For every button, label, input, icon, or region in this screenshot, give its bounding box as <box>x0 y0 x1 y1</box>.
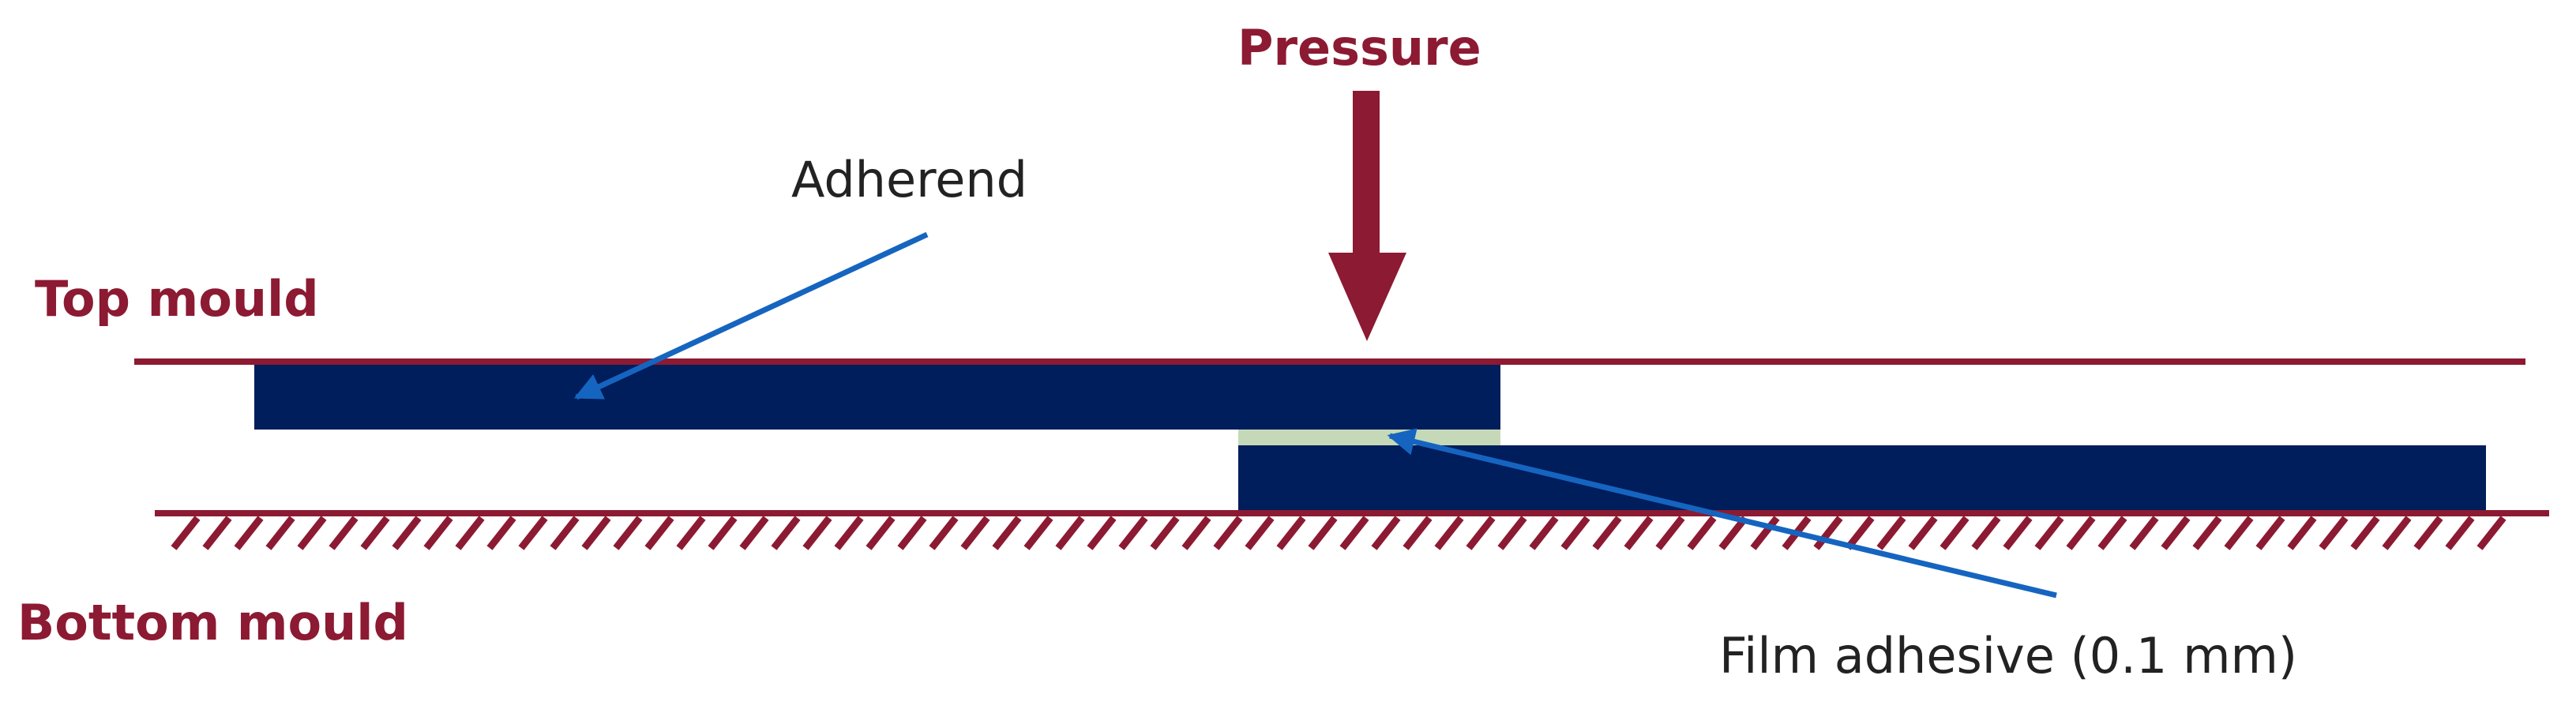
hatch-line <box>929 516 959 550</box>
hatch-line <box>1087 516 1117 550</box>
hatch-line <box>2445 516 2475 550</box>
hatch-line <box>1813 516 1843 550</box>
hatch-line <box>2066 516 2096 550</box>
hatch-line <box>1971 516 2001 550</box>
hatch-line <box>992 516 1022 550</box>
hatch-line <box>802 516 832 550</box>
hatch-line <box>202 516 232 550</box>
hatch-line <box>2476 516 2507 550</box>
down-arrow-icon <box>1328 91 1406 341</box>
hatch-line <box>1339 516 1369 550</box>
top-mould-label: Top mould <box>35 270 319 328</box>
hatch-line <box>771 516 801 550</box>
hatch-line <box>581 516 611 550</box>
hatch-line <box>2161 516 2191 550</box>
hatch-line <box>234 516 264 550</box>
lower-adherend <box>1238 445 2486 510</box>
hatch-line <box>171 516 201 550</box>
hatch-line <box>423 516 453 550</box>
hatch-line <box>329 516 359 550</box>
hatch-line <box>2003 516 2033 550</box>
hatch-line <box>1023 516 1053 550</box>
hatch-line <box>1466 516 1496 550</box>
hatch-line <box>1718 516 1748 550</box>
film-adhesive-label: Film adhesive (0.1 mm) <box>1719 627 2298 685</box>
hatch-line <box>1750 516 1780 550</box>
hatch-line <box>1560 516 1590 550</box>
hatch-line <box>550 516 580 550</box>
hatch-line <box>1497 516 1527 550</box>
hatch-line <box>360 516 390 550</box>
hatch-line <box>2319 516 2349 550</box>
hatch-line <box>2097 516 2127 550</box>
hatch-line <box>2350 516 2380 550</box>
hatch-line <box>2129 516 2159 550</box>
hatch-line <box>1308 516 1338 550</box>
hatch-line <box>1940 516 1970 550</box>
film-adhesive-layer <box>1238 430 1500 445</box>
hatch-line <box>613 516 643 550</box>
adherend-label: Adherend <box>791 151 1028 208</box>
bottom-mould-label: Bottom mould <box>17 594 408 651</box>
hatch-line <box>866 516 896 550</box>
hatch-line <box>2255 516 2285 550</box>
hatch-line <box>2192 516 2222 550</box>
hatch-line <box>518 516 548 550</box>
pressure-label: Pressure <box>1237 19 1481 77</box>
hatch-line <box>1908 516 1938 550</box>
hatch-line <box>2224 516 2254 550</box>
hatch-line <box>834 516 864 550</box>
hatch-line <box>1403 516 1433 550</box>
hatch-line <box>1592 516 1622 550</box>
hatch-line <box>2034 516 2064 550</box>
hatch-line <box>708 516 738 550</box>
hatch-line <box>644 516 674 550</box>
ground-hatching <box>171 516 2507 550</box>
hatch-line <box>1150 516 1180 550</box>
leader-arrow-icon <box>573 231 929 400</box>
hatch-line <box>960 516 990 550</box>
hatch-line <box>1213 516 1243 550</box>
hatch-line <box>1655 516 1685 550</box>
hatch-line <box>1687 516 1717 550</box>
leader-arrow-icon <box>1387 428 2057 599</box>
hatch-line <box>897 516 927 550</box>
hatch-line <box>1371 516 1401 550</box>
hatch-line <box>265 516 295 550</box>
hatch-line <box>455 516 485 550</box>
hatch-line <box>1118 516 1148 550</box>
hatch-line <box>1624 516 1654 550</box>
hatch-line <box>297 516 327 550</box>
hatch-line <box>1434 516 1464 550</box>
hatch-line <box>1276 516 1306 550</box>
hatch-line <box>1055 516 1085 550</box>
hatch-line <box>739 516 769 550</box>
hatch-line <box>2382 516 2412 550</box>
hatch-line <box>486 516 516 550</box>
hatch-line <box>392 516 422 550</box>
hatch-line <box>1245 516 1275 550</box>
upper-adherend <box>254 365 1500 430</box>
hatch-line <box>2413 516 2443 550</box>
hatch-line <box>1181 516 1211 550</box>
hatch-line <box>676 516 706 550</box>
hatch-line <box>1845 516 1875 550</box>
hatch-line <box>1529 516 1559 550</box>
hatch-line <box>1876 516 1906 550</box>
hatch-line <box>2287 516 2317 550</box>
